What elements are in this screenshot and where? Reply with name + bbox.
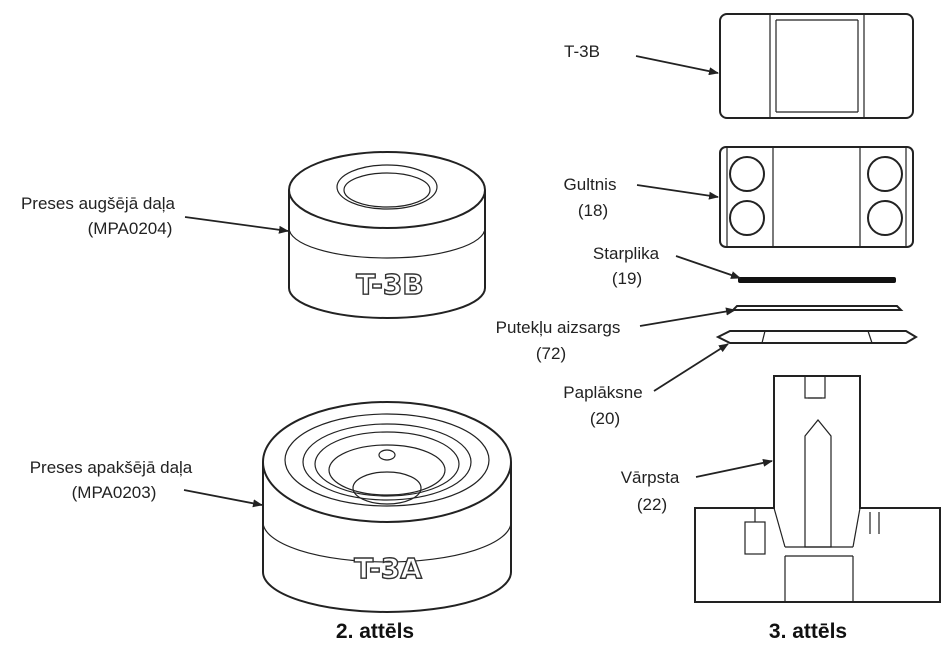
bearing-ball <box>729 200 765 236</box>
press-upper-part: T-3B <box>288 151 486 319</box>
bearing-ball <box>867 200 903 236</box>
t3b-arrow <box>635 55 719 76</box>
press-lower-part: T-3A <box>262 401 512 613</box>
spacer-plate <box>738 277 896 283</box>
upper-part-label: Preses augšējā daļa <box>21 194 176 213</box>
washer-arrow <box>653 343 729 392</box>
figure-3-caption: 3. attēls <box>769 620 847 643</box>
dust-shield-num: (72) <box>536 344 566 363</box>
upper-part-arrow <box>184 216 289 234</box>
figure-2-caption: 2. attēls <box>336 620 414 643</box>
shaft <box>694 375 941 603</box>
dust-shield-label: Putekļu aizsargs <box>496 318 621 337</box>
shaft-label: Vārpsta <box>621 468 680 487</box>
dust-shield <box>730 305 904 311</box>
washer-label: Paplāksne <box>563 383 642 402</box>
spacer-num: (19) <box>612 269 642 288</box>
bearing-arrow <box>636 184 719 200</box>
bearing <box>719 146 914 248</box>
spacer-arrow <box>675 255 741 279</box>
washer-num: (20) <box>590 409 620 428</box>
t3b-block <box>719 13 914 119</box>
lower-part-arrow <box>183 489 263 508</box>
lower-part-marking: T-3A <box>354 552 422 585</box>
lower-part-code: (MPA0203) <box>72 483 157 502</box>
washer <box>715 330 918 344</box>
bearing-num: (18) <box>578 201 608 220</box>
shaft-num: (22) <box>637 495 667 514</box>
dust-shield-arrow <box>639 307 736 327</box>
upper-part-code: (MPA0204) <box>88 219 173 238</box>
upper-part-marking: T-3B <box>356 268 423 301</box>
t3b-label: T-3B <box>564 42 600 61</box>
lower-part-label: Preses apakšējā daļa <box>30 458 193 477</box>
spacer-label: Starplika <box>593 244 660 263</box>
bearing-ball <box>867 156 903 192</box>
bearing-ball <box>729 156 765 192</box>
bearing-label: Gultnis <box>564 175 617 194</box>
shaft-arrow <box>695 458 773 478</box>
